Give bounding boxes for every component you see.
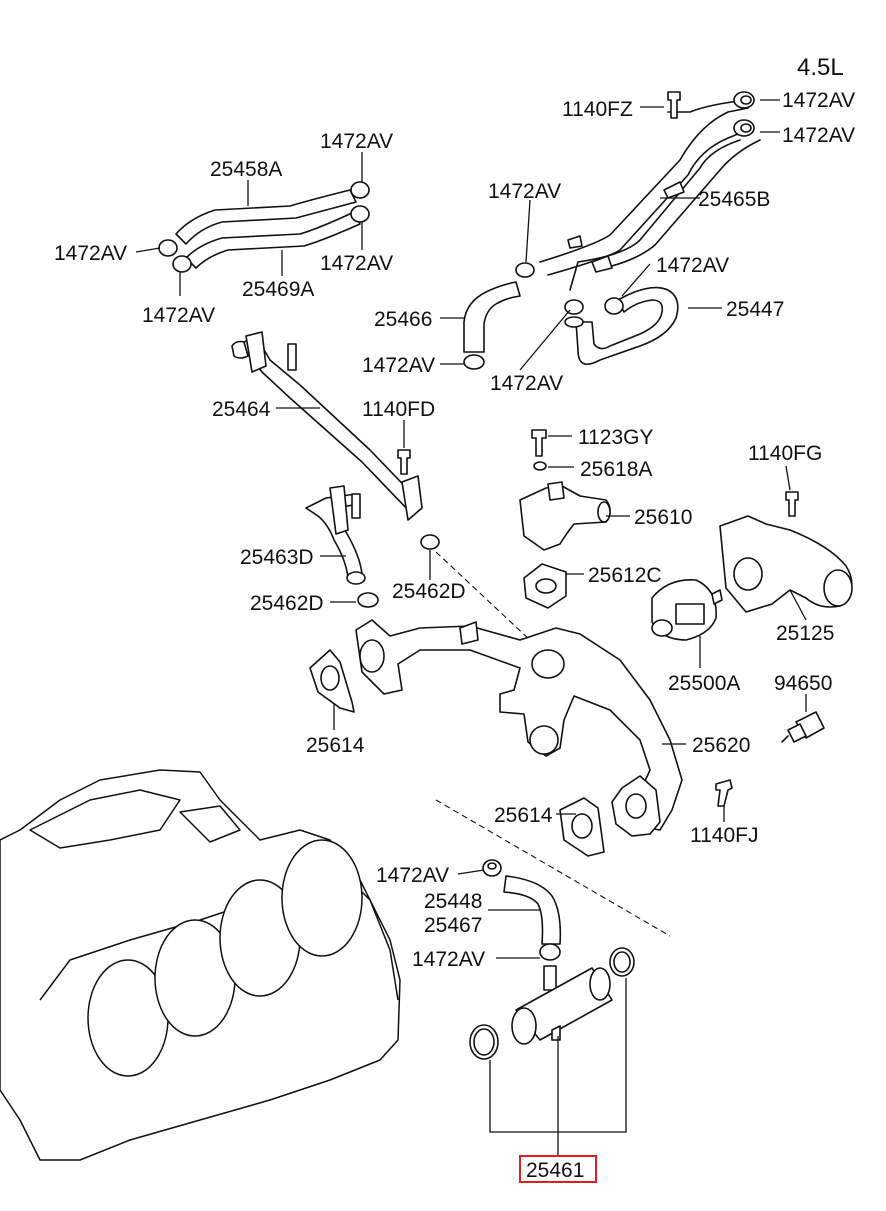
pipe-25464 [231,331,440,550]
label-1140fj: 1140FJ [690,824,759,847]
label-1123gy: 1123GY [578,426,654,449]
highlight-box [519,1155,597,1183]
label-1472av-l466: 1472AV [362,354,435,377]
ref-line-gasket [435,799,671,937]
label-1140fz: 1140FZ [562,98,633,121]
thermostat-group [519,429,853,743]
ref-line-oring [435,551,531,641]
label-94650: 94650 [774,672,832,695]
label-1472av-ll: 1472AV [142,304,215,327]
label-25464: 25464 [212,398,271,421]
label-1472av-left: 1472AV [54,242,127,265]
label-25448: 25448 [424,890,482,913]
label-1472av-ul1: 1472AV [320,130,393,153]
label-1140fd: 1140FD [362,398,435,421]
label-25614-left: 25614 [306,734,365,757]
hose-assembly-25465b [463,91,761,370]
label-25463d: 25463D [240,546,314,569]
label-1472av-mid: 1472AV [488,180,561,203]
leader-lines [135,99,807,1156]
callout-labels: 1140FZ 1472AV 1472AV 25465B 1472AV 1472A… [54,89,855,1183]
label-25125: 25125 [776,622,834,645]
label-25461: 25461 [526,1159,584,1182]
label-1472av-top1: 1472AV [782,89,855,112]
bottom-parts [469,859,635,1060]
label-25620: 25620 [692,734,750,757]
label-25458a: 25458A [210,158,282,181]
label-25462d-left: 25462D [250,592,324,615]
label-1472av-top2: 1472AV [782,124,855,147]
engine-size-label: 4.5L [797,54,844,81]
label-25614-right: 25614 [494,804,553,827]
label-1472av-bottom1: 1472AV [376,864,449,887]
label-1472av-right: 1472AV [656,254,729,277]
label-25500a: 25500A [668,672,740,695]
label-25462d-right: 25462D [392,580,466,603]
label-25465b: 25465B [698,188,770,211]
water-pipe-25620 [309,619,733,857]
label-25467: 25467 [424,914,482,937]
label-25469a: 25469A [242,278,314,301]
label-1472av-bottom2: 1472AV [412,948,485,971]
label-1140fg: 1140FG [748,442,822,465]
label-25447: 25447 [726,298,784,321]
label-1472av-ul2: 1472AV [320,252,393,275]
label-25610: 25610 [634,506,692,529]
pipe-25463d [305,485,379,608]
hoses-25458a-25469a [158,181,370,273]
engine-block [0,769,401,1161]
label-25612c: 25612C [588,564,662,587]
label-1472av-b466: 1472AV [490,372,563,395]
label-25618a: 25618A [580,458,652,481]
label-25466: 25466 [374,308,432,331]
